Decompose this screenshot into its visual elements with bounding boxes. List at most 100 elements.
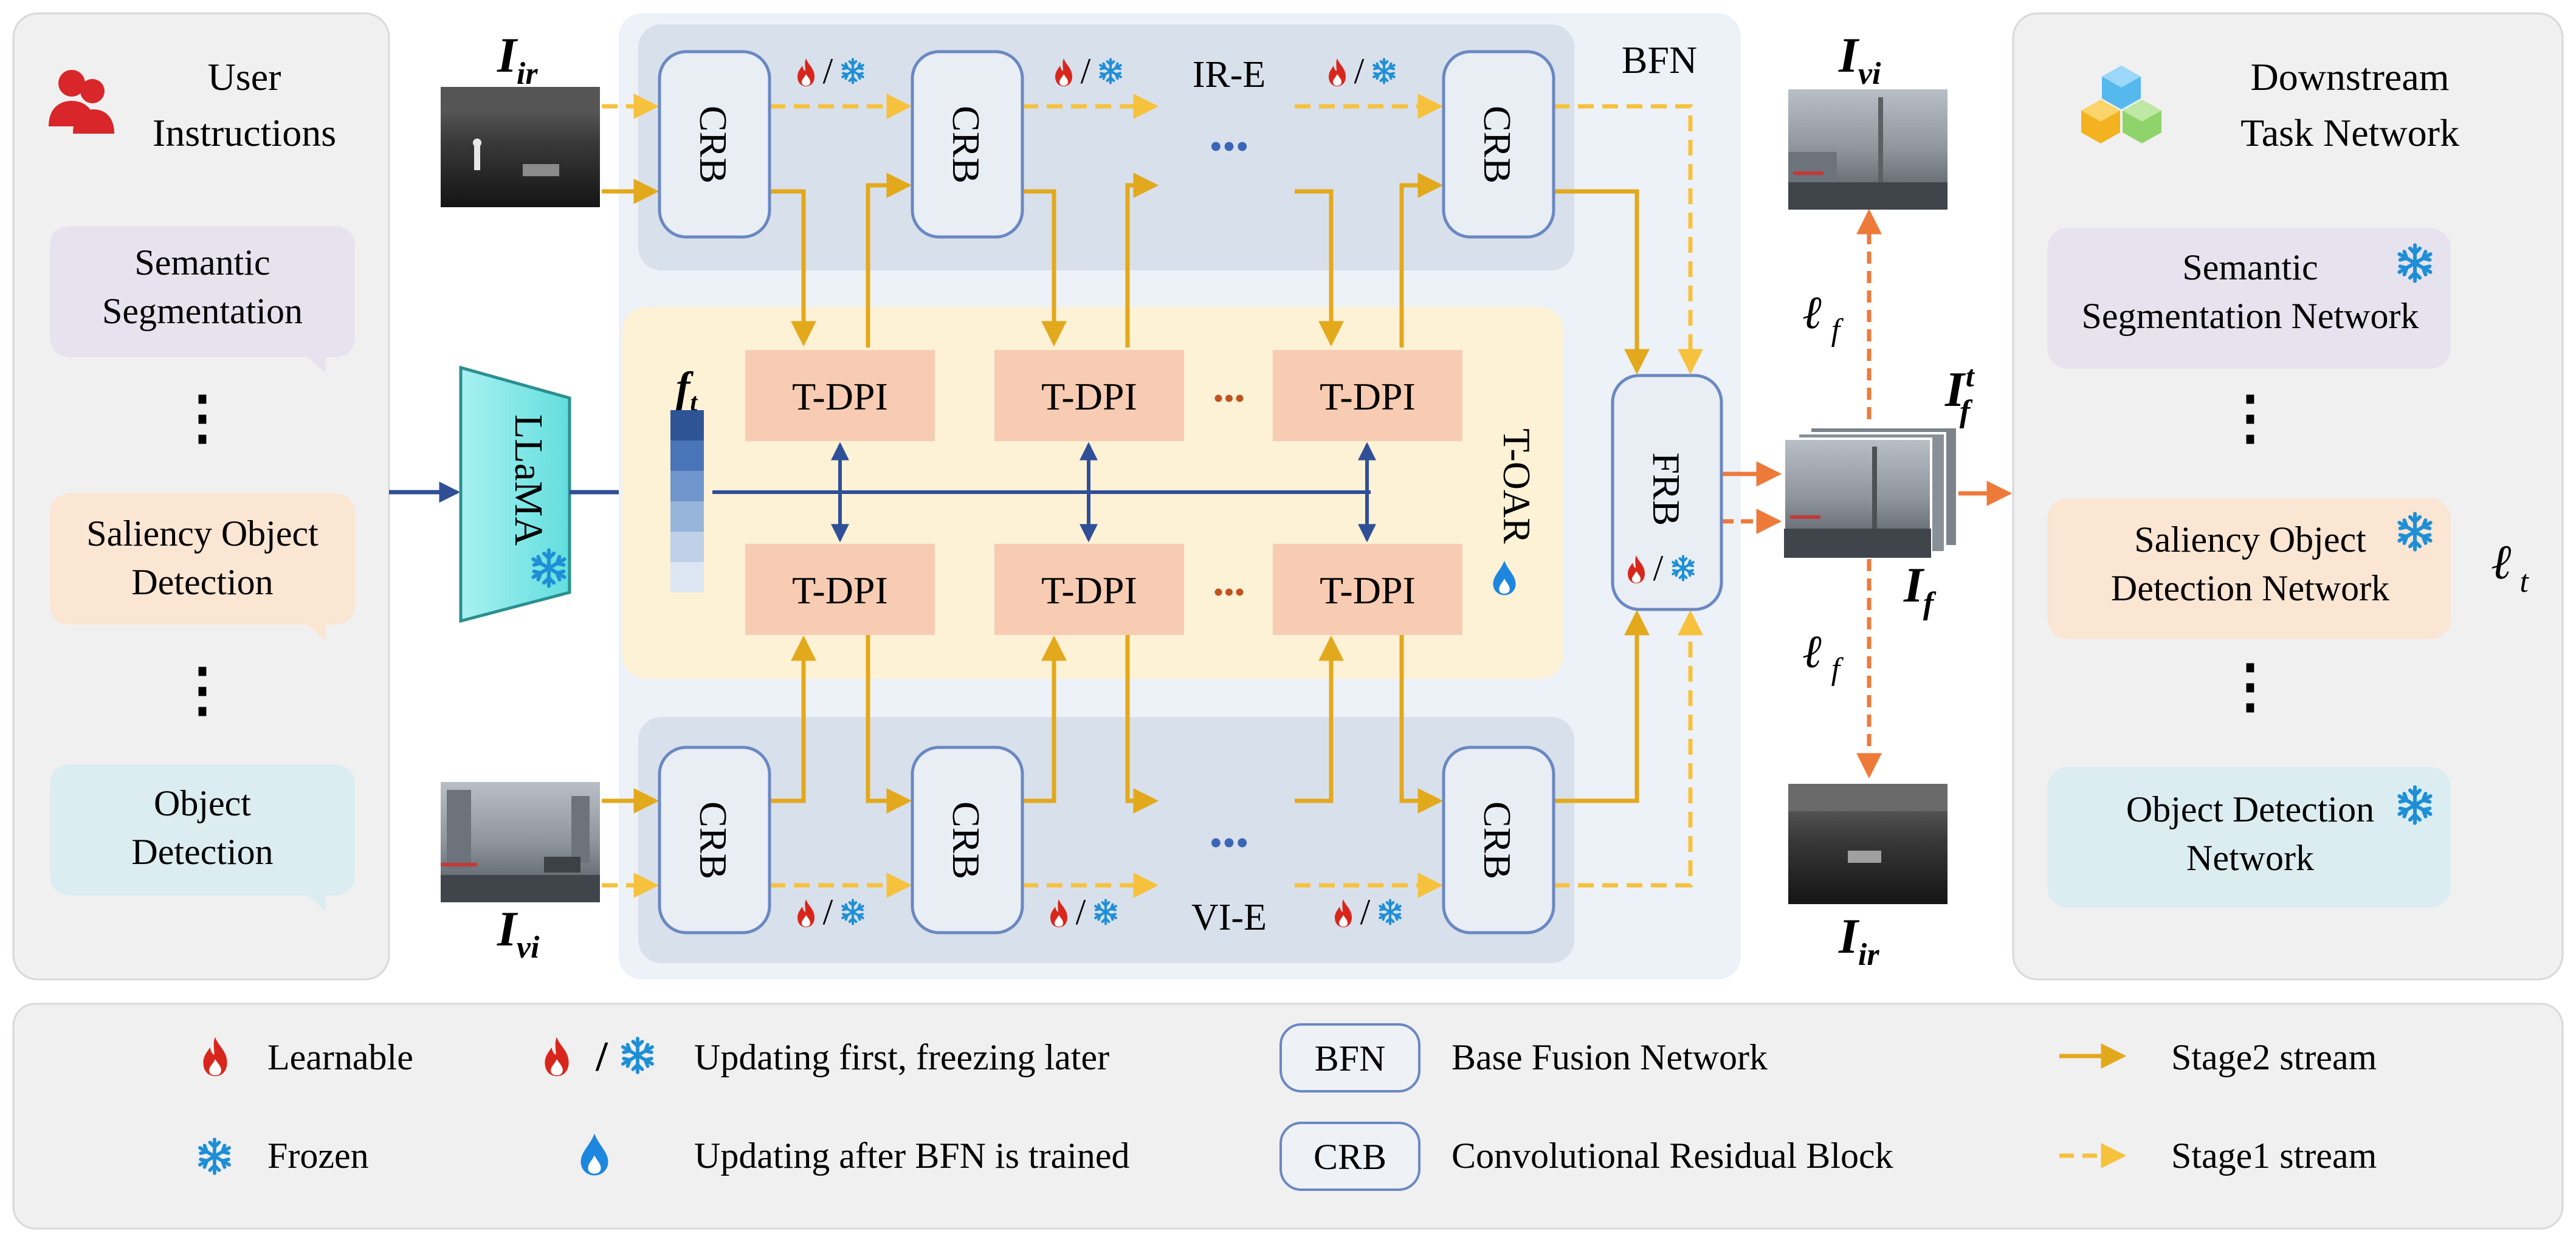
crb-ir-2-label: CRB xyxy=(945,106,988,183)
frb-block xyxy=(1611,374,1723,611)
task-detection-1: Object xyxy=(154,783,251,823)
bfn-label: BFN xyxy=(1622,38,1698,81)
downstream-panel: Downstream Task Network Semantic Segment… xyxy=(2012,12,2564,981)
task-semantic-2: Segmentation xyxy=(102,291,303,331)
legend-frozen: Frozen xyxy=(267,1136,369,1176)
feature-vector xyxy=(670,410,704,592)
vi-update-icons: / / / xyxy=(797,892,1402,932)
crb-vi-1 xyxy=(658,746,771,935)
crb-blocks: CRB CRB CRB CRB CRB CRB xyxy=(658,50,1555,935)
net-saliency-box xyxy=(2047,498,2451,639)
user-icon xyxy=(49,70,114,134)
tdpi-bottom-1 xyxy=(745,544,935,635)
net-detection-2: Network xyxy=(2186,838,2314,878)
ir-output-image xyxy=(1788,784,1947,904)
svg-text:/: / xyxy=(823,51,833,91)
legend-bfn-box xyxy=(1279,1023,1421,1092)
ir-output-label: Iir xyxy=(1838,908,1879,972)
svg-text:/: / xyxy=(1081,51,1091,91)
fused-image-stack xyxy=(1783,426,1958,559)
vi-output-label: Ivi xyxy=(1838,27,1881,91)
task-detection-2: Detection xyxy=(131,832,273,872)
legend-bfn-full: Base Fusion Network xyxy=(1452,1037,1768,1077)
svg-text:/: / xyxy=(1360,892,1371,932)
legend-crb-full: Convolutional Residual Block xyxy=(1452,1136,1893,1176)
frb-label: FRB xyxy=(1645,453,1688,526)
legend-stage2: Stage2 stream xyxy=(2171,1037,2377,1077)
tdpi-bottom-3-label: T-DPI xyxy=(1320,569,1416,612)
llama-label: LLaMA xyxy=(506,414,551,546)
cubes-icon xyxy=(2081,66,2161,143)
toar-label: T-OAR xyxy=(1495,428,1538,544)
crb-ir-2 xyxy=(911,50,1024,239)
svg-text:/: / xyxy=(823,892,833,932)
task-bubble-detection xyxy=(50,764,355,911)
crb-ir-1-label: CRB xyxy=(692,106,735,183)
crb-vi-2 xyxy=(911,746,1024,935)
ir-dots: ••• xyxy=(1209,126,1248,168)
tdpi-dots-bottom: ••• xyxy=(1213,575,1245,609)
ir-e-label: IR-E xyxy=(1193,54,1266,95)
crb-ir-3 xyxy=(1442,50,1555,239)
legend: Learnable Frozen / Updating first, freez… xyxy=(12,1003,2564,1230)
net-semantic-1: Semantic xyxy=(2182,247,2318,287)
crb-ir-1 xyxy=(658,50,771,239)
vi-input-label: Ivi xyxy=(497,901,540,965)
fused-label: If xyxy=(1903,557,1937,621)
tdpi-bottom-3 xyxy=(1273,544,1462,635)
ir-input-image xyxy=(441,87,600,207)
toar-module: ft T-DPI T-DPI T-DPI T-DPI T-DPI xyxy=(670,350,1538,635)
svg-text:/: / xyxy=(1653,548,1664,588)
legend-stage1: Stage1 stream xyxy=(2171,1136,2377,1176)
tdpi-dots-top: ••• xyxy=(1213,381,1245,415)
text-feature-links xyxy=(712,442,1376,543)
ir-encoder-band xyxy=(638,24,1574,270)
tdpi-top-3-label: T-DPI xyxy=(1320,375,1416,418)
task-bubble-saliency xyxy=(50,493,355,640)
tdpi-bottom-1-label: T-DPI xyxy=(792,569,888,612)
llama-module: LLaMA xyxy=(389,365,665,623)
frb-module: FRB / xyxy=(1611,374,1723,611)
net-detection-1: Object Detection xyxy=(2126,789,2374,829)
legend-update-after: Updating after BFN is trained xyxy=(694,1136,1130,1176)
vi-e-label: VI-E xyxy=(1191,897,1267,938)
crb-vi-1-label: CRB xyxy=(692,801,735,879)
vi-encoder-band xyxy=(638,717,1574,963)
ir-input-label: Iir xyxy=(497,27,538,91)
net-saliency-1: Saliency Object xyxy=(2134,520,2366,560)
crb-vi-3 xyxy=(1442,746,1555,935)
legend-bfn-abbr: BFN xyxy=(1315,1038,1386,1079)
user-title-1: User xyxy=(208,55,281,98)
task-ellipsis-2: ⋮ xyxy=(173,657,232,722)
crb-vi-2-label: CRB xyxy=(945,801,988,879)
user-title-2: Instructions xyxy=(153,111,336,154)
tdpi-top-3 xyxy=(1273,350,1462,441)
net-detection-box xyxy=(2047,767,2451,908)
crb-vi-3-label: CRB xyxy=(1476,801,1519,879)
tdpi-top-1 xyxy=(745,350,935,441)
tdpi-bottom-2-label: T-DPI xyxy=(1041,569,1137,612)
svg-text:/: / xyxy=(595,1034,608,1080)
crb-ir-3-label: CRB xyxy=(1476,106,1519,183)
user-instructions-panel: User Instructions Semantic Segmentation … xyxy=(12,12,390,981)
net-semantic-2: Segmentation Network xyxy=(2082,296,2419,336)
svg-text:/: / xyxy=(1076,892,1086,932)
net-ellipsis-1: ⋮ xyxy=(2221,385,2279,450)
vi-input-image xyxy=(441,782,600,902)
vi-dots: ••• xyxy=(1209,823,1248,864)
tdpi-top-2 xyxy=(994,350,1184,441)
downstream-title-1: Downstream xyxy=(2250,55,2449,98)
legend-crb-box xyxy=(1279,1122,1421,1191)
net-saliency-2: Detection Network xyxy=(2111,568,2389,608)
ir-update-icons: / / / xyxy=(797,51,1396,91)
task-saliency-2: Detection xyxy=(131,562,273,602)
net-ellipsis-2: ⋮ xyxy=(2221,654,2279,719)
net-semantic-box xyxy=(2047,228,2451,369)
downstream-title-2: Task Network xyxy=(2240,111,2459,154)
tdpi-top-1-label: T-DPI xyxy=(792,375,888,418)
legend-update-freeze: Updating first, freezing later xyxy=(694,1037,1109,1077)
